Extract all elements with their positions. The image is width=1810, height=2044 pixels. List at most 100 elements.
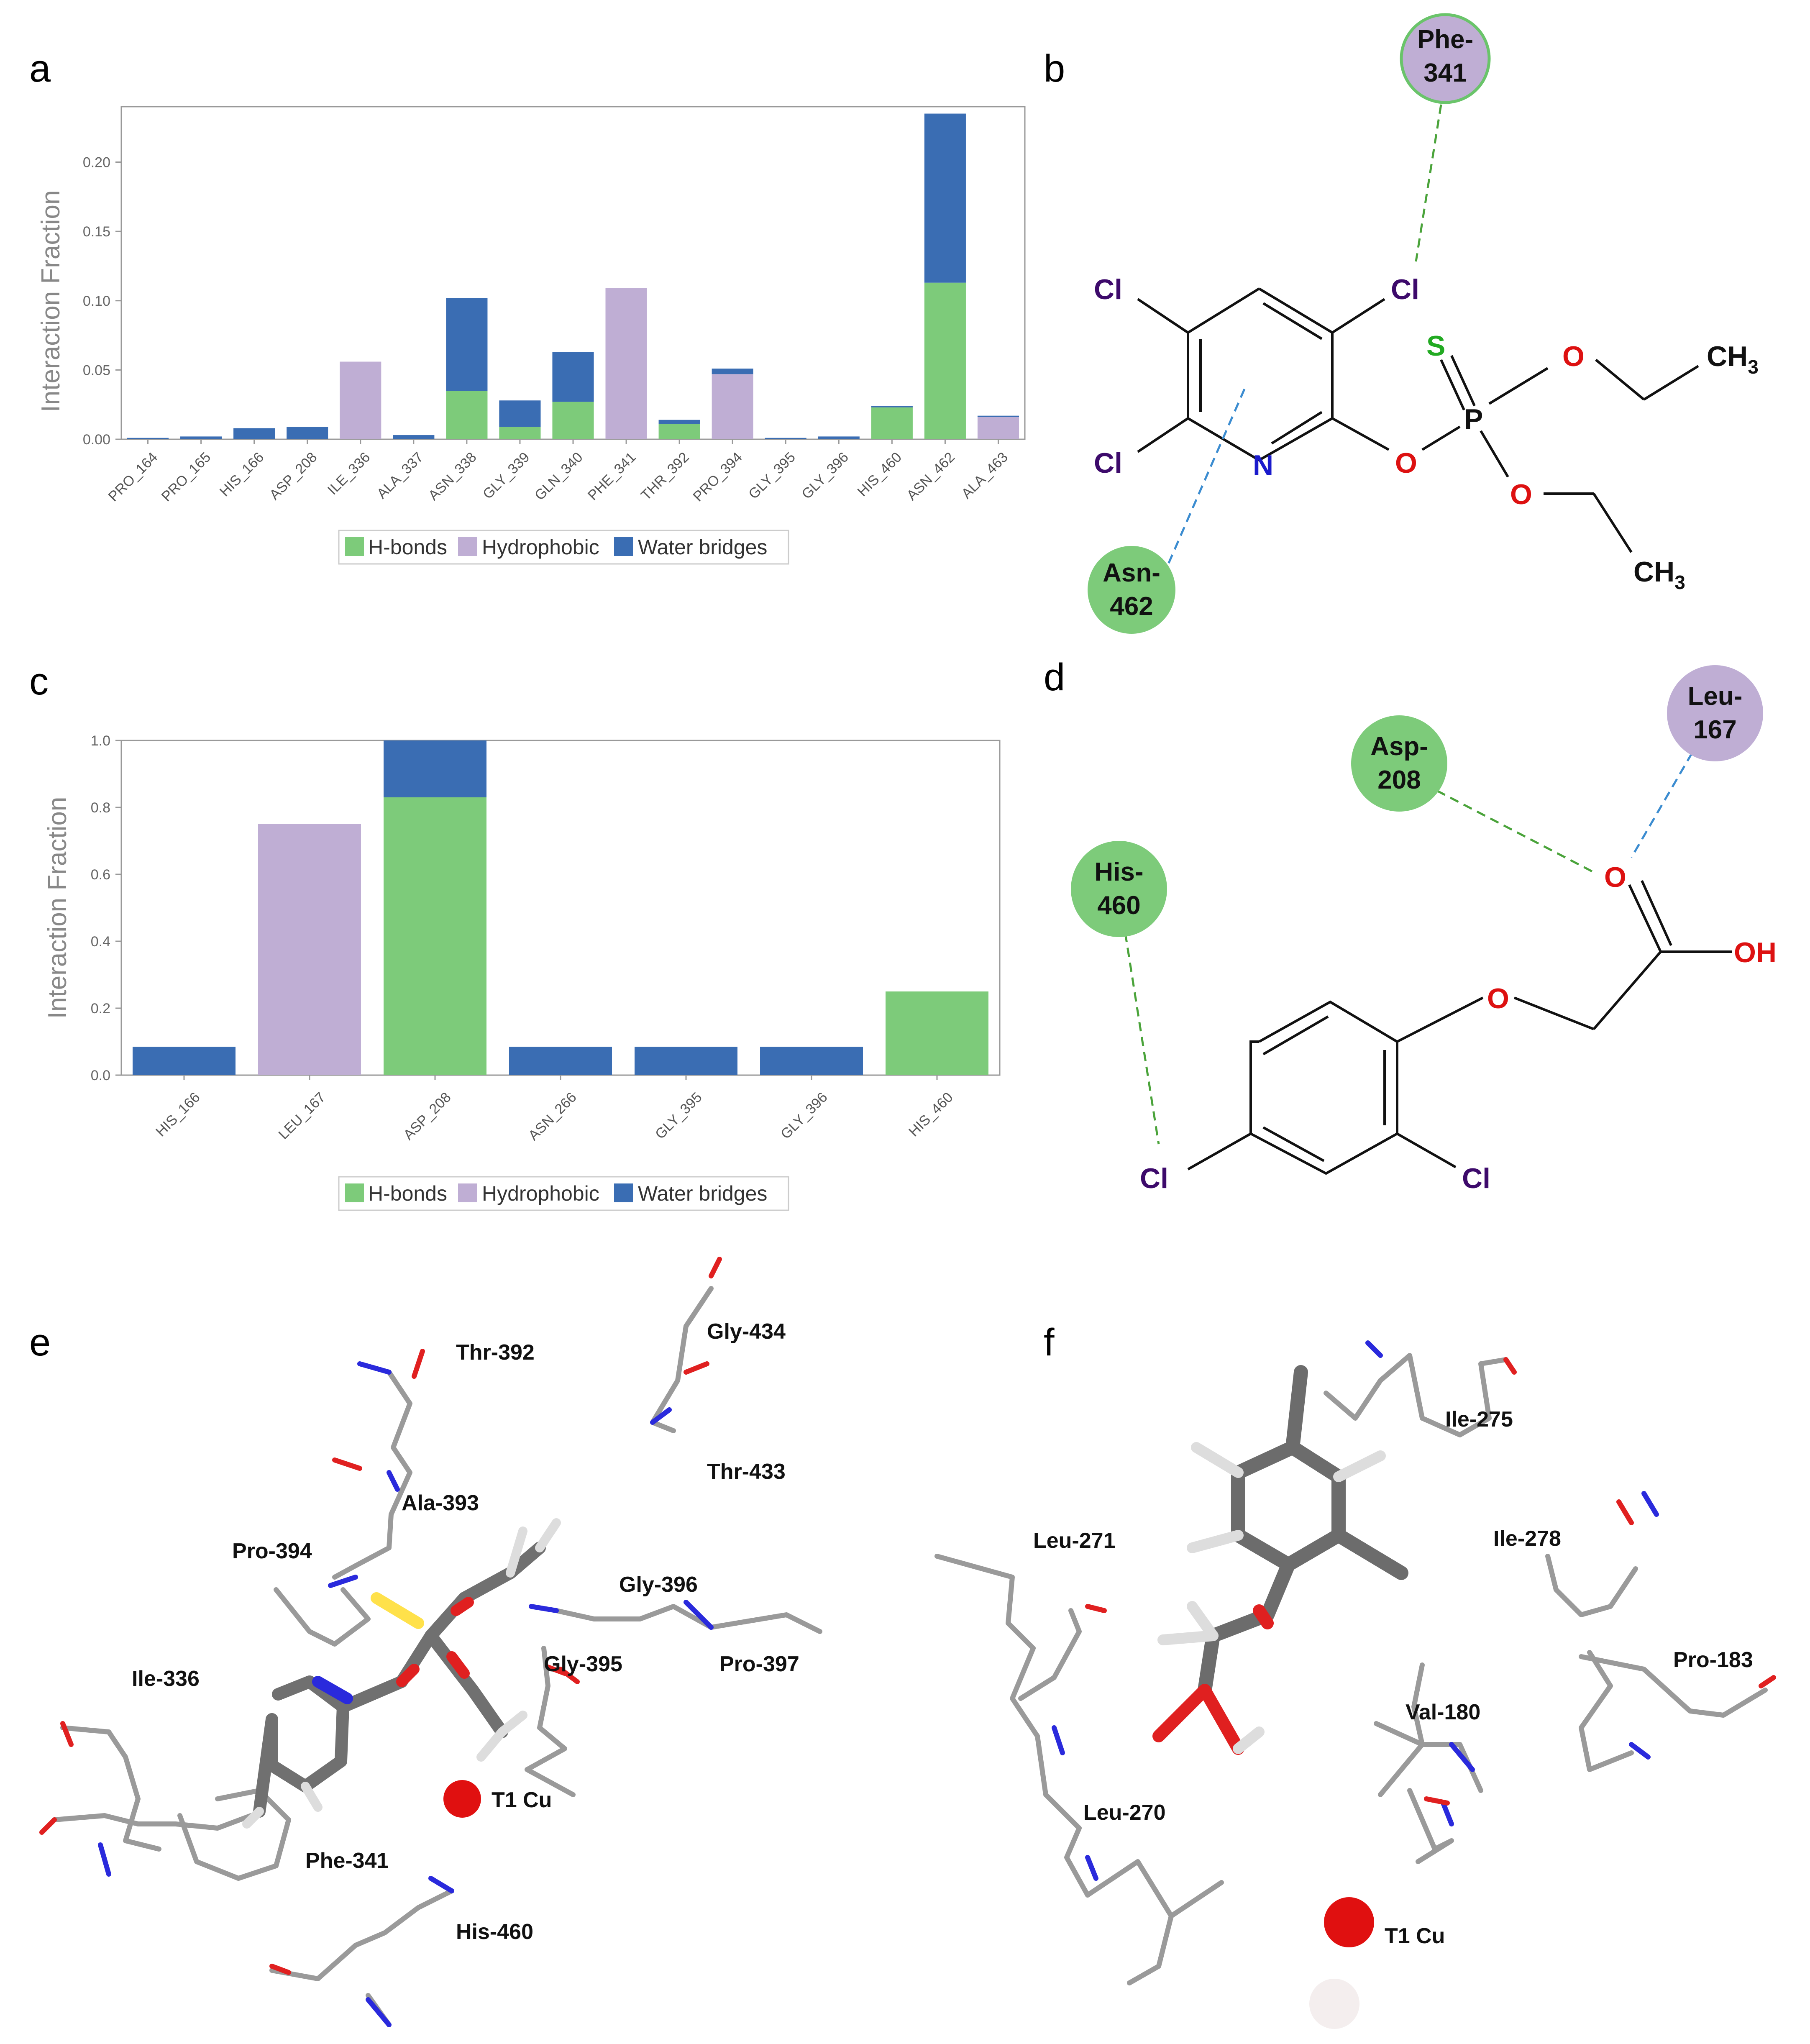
residue-asp-208-num: 208 bbox=[1377, 766, 1421, 794]
chart-a-bar-asn_462-water-bridges bbox=[924, 113, 966, 283]
chart-a-xcat-his_166: HIS_166 bbox=[217, 449, 267, 499]
label-leu-270: Leu-270 bbox=[1083, 1801, 1166, 1825]
chart-a-bar-pro_164-water-bridges bbox=[127, 438, 169, 439]
chart-a-bar-gly_396-water-bridges bbox=[818, 436, 860, 439]
chart-c-xcat-asn_266: ASN_266 bbox=[525, 1089, 580, 1144]
atom-p: P bbox=[1464, 403, 1483, 435]
label-leu-271: Leu-271 bbox=[1033, 1529, 1116, 1553]
residue-his-460-name: His- bbox=[1094, 858, 1143, 886]
chart-a-bar-his_460-h-bonds bbox=[871, 407, 913, 439]
panel-letter-d: d bbox=[1044, 656, 1065, 699]
residue-asn-462-num: 462 bbox=[1110, 592, 1153, 621]
residue-asp-208-name: Asp- bbox=[1370, 732, 1428, 761]
legend-water-c: Water bridges bbox=[638, 1182, 767, 1205]
legend-swatch-hbonds-c bbox=[345, 1183, 364, 1202]
residue-asn-462: Asn- 462 bbox=[1088, 546, 1175, 634]
chart-c-bar-asp_208-water-bridges bbox=[384, 740, 486, 797]
diagram-b bbox=[1137, 287, 1699, 553]
legend-hydrophobic: Hydrophobic bbox=[482, 535, 599, 559]
label-thr-392: Thr-392 bbox=[456, 1340, 535, 1365]
residue-asp-208: Asp- 208 bbox=[1351, 715, 1447, 812]
label-pro-183: Pro-183 bbox=[1673, 1648, 1753, 1672]
diagram-b-contacts bbox=[1166, 104, 1442, 567]
residue-phe-341-name: Phe- bbox=[1417, 25, 1473, 54]
atom-ch3-1: CH3 bbox=[1707, 341, 1759, 378]
legend-swatch-hydrophobic-c bbox=[458, 1183, 477, 1202]
chart-c-bar-gly_396-water-bridges bbox=[760, 1047, 863, 1075]
label-pro-397: Pro-397 bbox=[719, 1652, 799, 1676]
chart-a: Interaction Fraction 0.000.050.100.150.2… bbox=[36, 106, 1026, 565]
chart-a-bar-ala_463-water-bridges bbox=[977, 415, 1019, 417]
atom-cl-2: Cl bbox=[1391, 274, 1419, 305]
chart-a-xcat-asn_338: ASN_338 bbox=[425, 449, 480, 504]
chart-c-ytick-label: 1.0 bbox=[91, 733, 110, 749]
chart-a-ytick-label: 0.05 bbox=[83, 362, 110, 378]
chart-a-xcat-phe_341: PHE_341 bbox=[585, 449, 639, 504]
chart-a-bar-gly_395-water-bridges bbox=[765, 438, 806, 439]
chart-a-bar-pro_165-water-bridges bbox=[180, 436, 222, 439]
chart-a-xcat-ala_337: ALA_337 bbox=[374, 449, 427, 502]
panel-letter-f: f bbox=[1044, 1321, 1055, 1364]
legend-swatch-hbonds bbox=[345, 537, 364, 556]
chart-c-ytick-label: 0.2 bbox=[91, 1001, 110, 1017]
atom-o-3: O bbox=[1510, 479, 1532, 510]
ring-b bbox=[1187, 287, 1334, 462]
label-ala-393: Ala-393 bbox=[402, 1491, 479, 1515]
chart-c-xcat-his_460: HIS_460 bbox=[906, 1089, 956, 1140]
residue-phe-341-num: 341 bbox=[1423, 59, 1467, 87]
label-phe-341: Phe-341 bbox=[305, 1849, 389, 1873]
chart-c-ytick-label: 0.8 bbox=[91, 800, 110, 816]
chart-a-xcat-asn_462: ASN_462 bbox=[904, 449, 958, 504]
chart-c-bar-his_166-water-bridges bbox=[133, 1047, 236, 1075]
atom-n: N bbox=[1253, 449, 1273, 481]
copper-ion-f bbox=[1324, 1897, 1374, 1947]
legend-water: Water bridges bbox=[638, 535, 767, 559]
chart-a-ylabel: Interaction Fraction bbox=[36, 190, 65, 412]
panel-letter-c: c bbox=[29, 660, 49, 703]
chart-a-xcat-gln_340: GLN_340 bbox=[532, 449, 586, 504]
atom-oh: OH bbox=[1734, 937, 1777, 968]
chart-a-bar-ile_336-hydrophobic bbox=[340, 361, 381, 439]
chart-c-ylabel: Interaction Fraction bbox=[43, 797, 72, 1019]
chart-a-xcat-thr_392: THR_392 bbox=[638, 449, 692, 504]
copper-ion-e bbox=[443, 1780, 481, 1818]
chart-c: Interaction Fraction 0.00.20.40.60.81.0 … bbox=[43, 733, 1001, 1211]
label-thr-433: Thr-433 bbox=[707, 1460, 786, 1484]
chart-a-bar-pro_394-hydrophobic bbox=[712, 374, 753, 439]
panel-letter-e: e bbox=[29, 1321, 51, 1364]
chart-a-bar-thr_392-h-bonds bbox=[658, 424, 700, 439]
chart-c-xcat-asp_208: ASP_208 bbox=[400, 1089, 454, 1143]
legend-swatch-water-c bbox=[614, 1183, 633, 1202]
chart-a-bar-pro_394-water-bridges bbox=[712, 369, 753, 374]
chart-c-bar-asn_266-water-bridges bbox=[509, 1047, 612, 1075]
chart-a-xcat-ala_463: ALA_463 bbox=[958, 449, 1011, 502]
structure-e bbox=[39, 1257, 822, 2027]
label-val-180: Val-180 bbox=[1406, 1700, 1480, 1724]
chart-a-ytick-label: 0.20 bbox=[83, 155, 110, 171]
residue-leu-167-name: Leu- bbox=[1688, 682, 1743, 711]
chart-a-bar-his_460-water-bridges bbox=[871, 406, 913, 407]
chart-a-bar-gly_339-water-bridges bbox=[499, 400, 541, 427]
residue-asn-462-name: Asn- bbox=[1103, 558, 1160, 587]
chart-a-xcat-pro_165: PRO_165 bbox=[159, 449, 214, 505]
atom-o-1: O bbox=[1395, 447, 1417, 479]
chart-c-legend: H-bonds Hydrophobic Water bridges bbox=[338, 1176, 789, 1211]
chart-c-bar-his_460-h-bonds bbox=[886, 991, 988, 1075]
atom-cl-d1: Cl bbox=[1140, 1163, 1168, 1194]
chart-a-xcat-asp_208: ASP_208 bbox=[266, 449, 320, 503]
diagram-d-contacts bbox=[1124, 752, 1693, 1145]
legend-swatch-water bbox=[614, 537, 633, 556]
chart-c-bar-gly_395-water-bridges bbox=[635, 1047, 737, 1075]
chart-c-ytick-label: 0.6 bbox=[91, 867, 110, 883]
diagram-d-atoms: O OH O Cl Cl bbox=[1140, 861, 1777, 1194]
chart-a-bar-asp_208-water-bridges bbox=[287, 427, 328, 439]
atom-o-2: O bbox=[1562, 341, 1585, 372]
chart-a-xcat-pro_164: PRO_164 bbox=[105, 449, 161, 505]
chart-a-ytick-label: 0.10 bbox=[83, 293, 110, 309]
structure-f-labels: Ile-275 Leu-271 Ile-278 Pro-183 Val-180 … bbox=[1033, 1407, 1753, 1948]
chart-a-bar-phe_341-hydrophobic bbox=[605, 288, 647, 439]
label-ile-275: Ile-275 bbox=[1445, 1407, 1513, 1432]
chart-a-bar-ala_337-water-bridges bbox=[393, 435, 435, 439]
label-gly-396: Gly-396 bbox=[619, 1573, 698, 1597]
